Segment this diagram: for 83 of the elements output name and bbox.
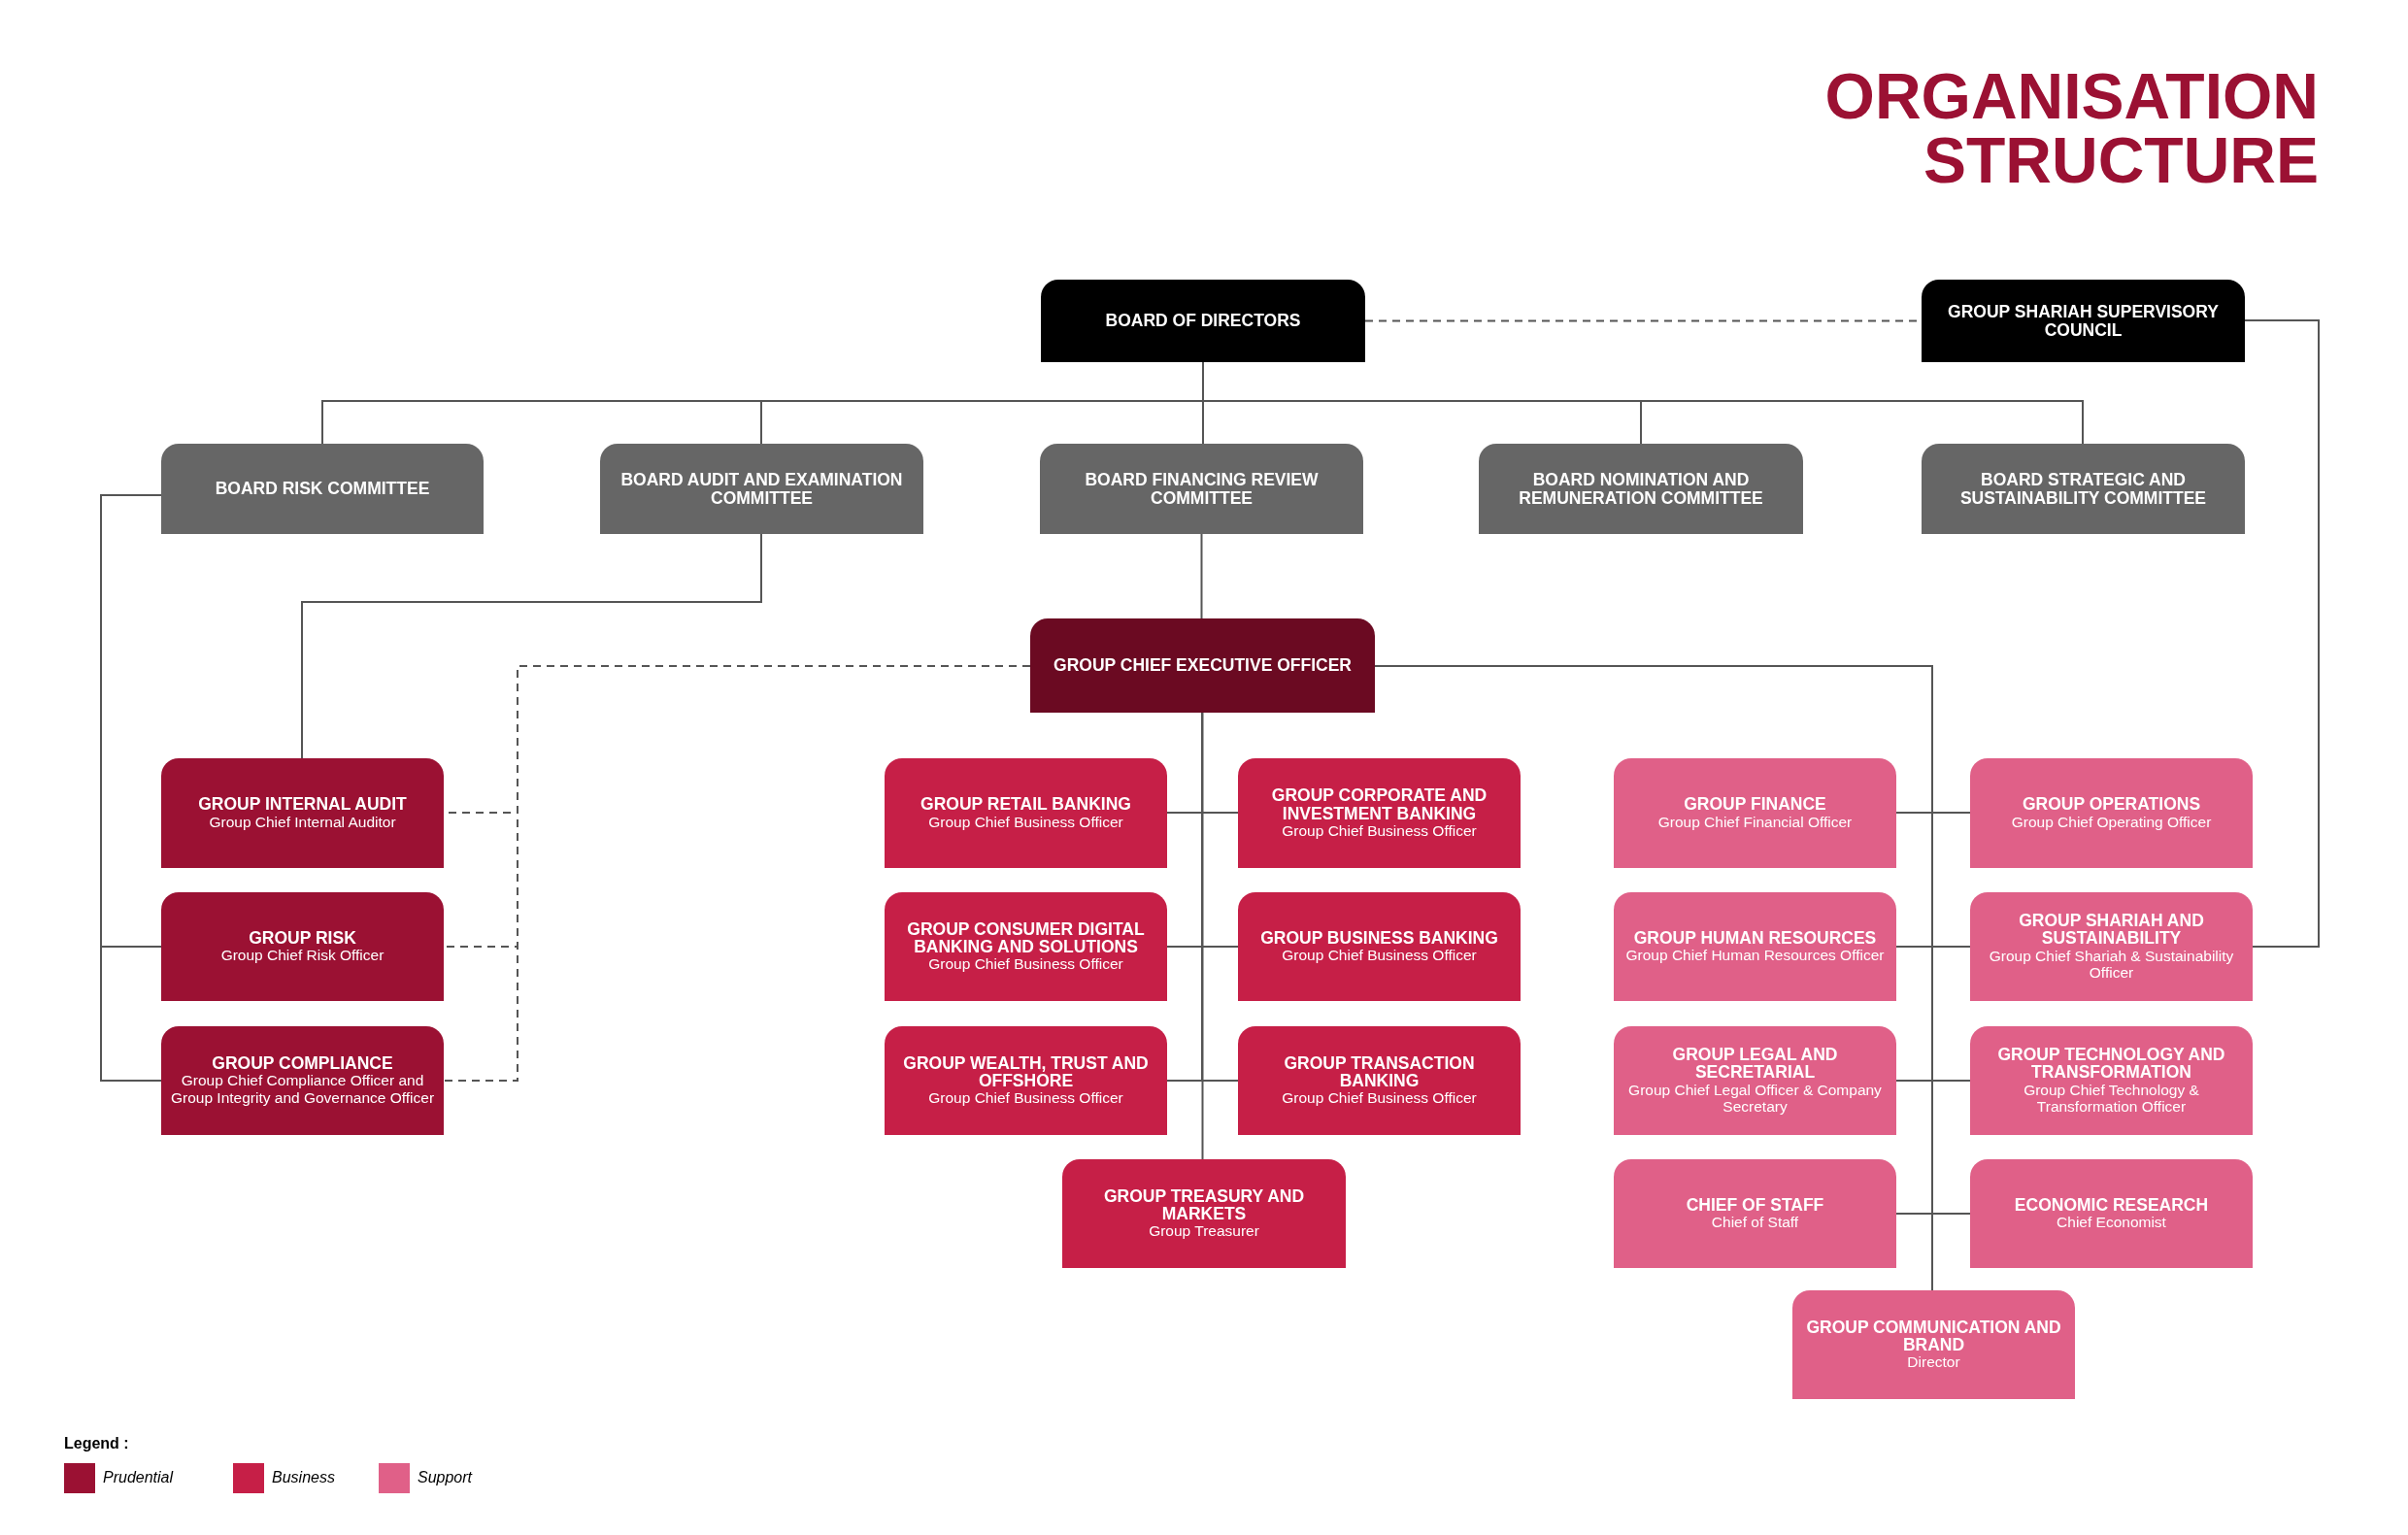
role-title: Group Treasurer — [1149, 1222, 1259, 1241]
unit-name: BOARD RISK COMMITTEE — [215, 480, 430, 498]
unit-name: GROUP LEGAL AND SECRETARIAL — [1671, 1045, 1839, 1082]
department-box — [1062, 1159, 1346, 1268]
role-title: Group Chief Financial Officer — [1657, 813, 1853, 831]
connector-line — [2244, 319, 2320, 948]
role-title: Group Chief Operating Officer — [2011, 813, 2212, 831]
department-box — [1614, 1159, 1896, 1268]
department-box — [1614, 758, 1896, 868]
unit-name: GROUP CHIEF EXECUTIVE OFFICER — [1054, 656, 1352, 675]
unit-name: GROUP SHARIAH SUPERVISORY COUNCIL — [1947, 303, 2220, 339]
unit-name: GROUP SHARIAH AND SUSTAINABILITY — [2018, 911, 2205, 948]
unit-name: GROUP HUMAN RESOURCES — [1633, 928, 1877, 948]
committee-box — [600, 444, 923, 534]
role-title: Group Chief Technology & Transformation Officer — [2023, 1081, 2200, 1117]
department-box — [885, 758, 1167, 868]
unit-name: GROUP TECHNOLOGY AND TRANSFORMATION — [1996, 1045, 2226, 1082]
unit-name: GROUP OPERATIONS — [2022, 795, 2201, 814]
unit-name: BOARD OF DIRECTORS — [1105, 312, 1301, 330]
role-title: Group Chief Human Resources Officer — [1625, 947, 1885, 965]
role-title: Group Chief Business Officer — [1282, 821, 1477, 840]
committee-box — [1922, 444, 2245, 534]
unit-name: BOARD STRATEGIC AND SUSTAINABILITY COMMITTEE — [1958, 471, 2208, 507]
committee-box — [161, 444, 484, 534]
role-title: Chief of Staff — [1711, 1214, 1799, 1232]
unit-name: GROUP FINANCE — [1684, 795, 1826, 814]
role-title: Group Chief Internal Auditor — [209, 813, 396, 831]
unit-name: GROUP COMPLIANCE — [212, 1054, 393, 1073]
department-box — [161, 758, 444, 868]
committee-box — [1040, 444, 1363, 534]
unit-name: BOARD FINANCING REVIEW COMMITTEE — [1084, 471, 1320, 507]
legend-label: Prudential — [103, 1469, 174, 1486]
role-title: Group Chief Risk Officer — [220, 947, 385, 965]
department-box — [1614, 1026, 1896, 1135]
legend-label: Business — [272, 1469, 335, 1486]
board-box — [1922, 280, 2245, 362]
department-box — [1970, 1159, 2253, 1268]
unit-name: ECONOMIC RESEARCH — [2014, 1195, 2209, 1215]
department-box — [161, 1026, 444, 1135]
unit-name: GROUP RETAIL BANKING — [920, 795, 1131, 814]
title: ORGANISATION STRUCTURE — [1823, 64, 2319, 192]
unit-name: BOARD AUDIT AND EXAMINATION COMMITTEE — [619, 471, 904, 507]
unit-name: GROUP CONSUMER DIGITAL BANKING AND SOLUTIONS — [906, 919, 1146, 956]
department-box — [1970, 1026, 2253, 1135]
department-box — [885, 892, 1167, 1001]
connector-line — [100, 494, 162, 1082]
connector-line — [301, 533, 762, 759]
role-title: Group Chief Compliance Officer and Group Integrity and Governance Officer — [169, 1072, 436, 1107]
legend-heading: Legend : — [64, 1435, 129, 1452]
role-title: Group Chief Business Officer — [928, 813, 1123, 831]
unit-name: CHIEF OF STAFF — [1686, 1195, 1824, 1215]
role-title: Group Chief Business Officer — [928, 1089, 1123, 1108]
executive-box — [1030, 618, 1375, 713]
role-title: Director — [1907, 1353, 1960, 1372]
department-box — [1238, 892, 1521, 1001]
connector-line — [1200, 533, 1203, 619]
department-box — [885, 1026, 1167, 1135]
role-title: Group Chief Shariah & Sustainability Officer — [1988, 947, 2235, 983]
board-box — [1041, 280, 1365, 362]
unit-name: BOARD NOMINATION AND REMUNERATION COMMITTEE — [1518, 471, 1764, 507]
unit-name: GROUP INTERNAL AUDIT — [198, 795, 407, 814]
department-box — [1792, 1290, 2075, 1399]
department-box — [1238, 758, 1521, 868]
connector-line — [1201, 712, 1204, 1160]
department-box — [1970, 758, 2253, 868]
unit-name: GROUP BUSINESS BANKING — [1260, 928, 1498, 948]
role-title: Chief Economist — [2057, 1214, 2166, 1232]
unit-name: GROUP CORPORATE AND INVESTMENT BANKING — [1270, 786, 1488, 822]
role-title: Group Chief Legal Officer & Company Secretary — [1627, 1081, 1883, 1117]
legend-label: Support — [418, 1469, 473, 1486]
unit-name: GROUP WEALTH, TRUST AND OFFSHORE — [902, 1053, 1150, 1090]
department-box — [1238, 1026, 1521, 1135]
role-title: Group Chief Business Officer — [1282, 1089, 1477, 1108]
unit-name: GROUP COMMUNICATION AND BRAND — [1805, 1318, 2062, 1354]
unit-name: GROUP TREASURY AND MARKETS — [1102, 1186, 1306, 1223]
role-title: Group Chief Business Officer — [1282, 947, 1477, 965]
unit-name: GROUP RISK — [249, 928, 356, 948]
department-box — [1614, 892, 1896, 1001]
department-box — [1970, 892, 2253, 1001]
unit-name: GROUP TRANSACTION BANKING — [1283, 1053, 1476, 1090]
committee-box — [1479, 444, 1803, 534]
department-box — [161, 892, 444, 1001]
role-title: Group Chief Business Officer — [928, 955, 1123, 974]
